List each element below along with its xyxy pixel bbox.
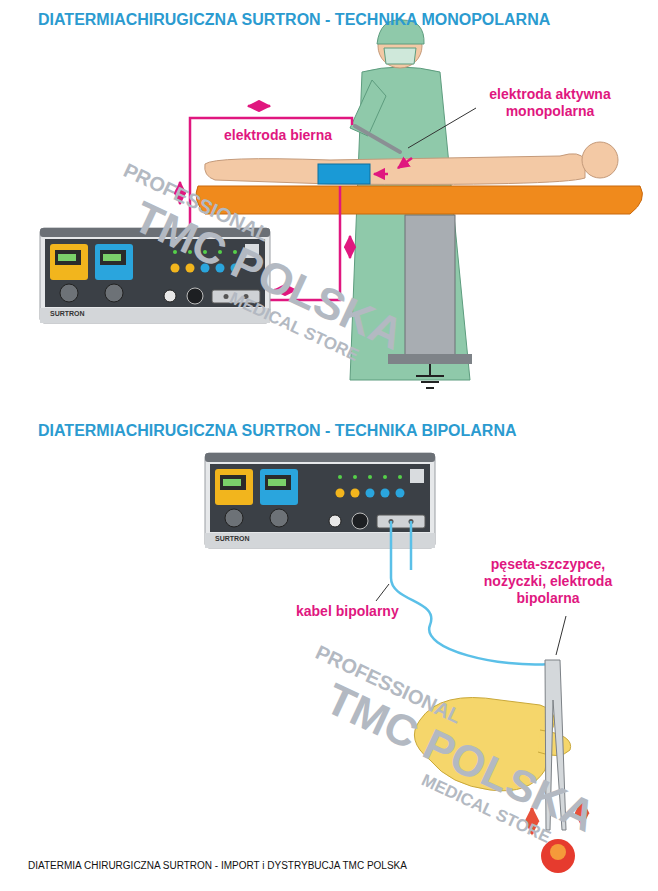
watermark-text: TMC POLSKA	[126, 191, 412, 362]
part-label: elektroda aktywna monopolarna	[470, 86, 630, 120]
leader-line	[376, 584, 389, 601]
bipolar-cable	[410, 521, 413, 570]
passive-pad	[318, 164, 370, 184]
leader-line	[556, 616, 566, 655]
part-label: kabel bipolarny	[296, 603, 399, 620]
patient	[205, 142, 618, 184]
watermark-text: TMC POLSKA	[318, 673, 604, 844]
generator-device	[205, 453, 435, 548]
active-electrode	[355, 126, 400, 152]
part-label: pęseta-szczypce, nożyczki, elektroda bip…	[462, 556, 634, 606]
heading: DIATERMIACHIRUGICZNA SURTRON - TECHNIKA …	[38, 10, 550, 29]
heading: DIATERMIACHIRUGICZNA SURTRON - TECHNIKA …	[38, 421, 517, 440]
device-brand: SURTRON	[50, 310, 85, 318]
device-brand: SURTRON	[215, 535, 250, 543]
caption: DIATERMIA CHIRURGICZNA SURTRON - IMPORT …	[28, 860, 407, 872]
part-label: elektroda bierna	[224, 127, 332, 144]
leader-line	[408, 108, 476, 148]
